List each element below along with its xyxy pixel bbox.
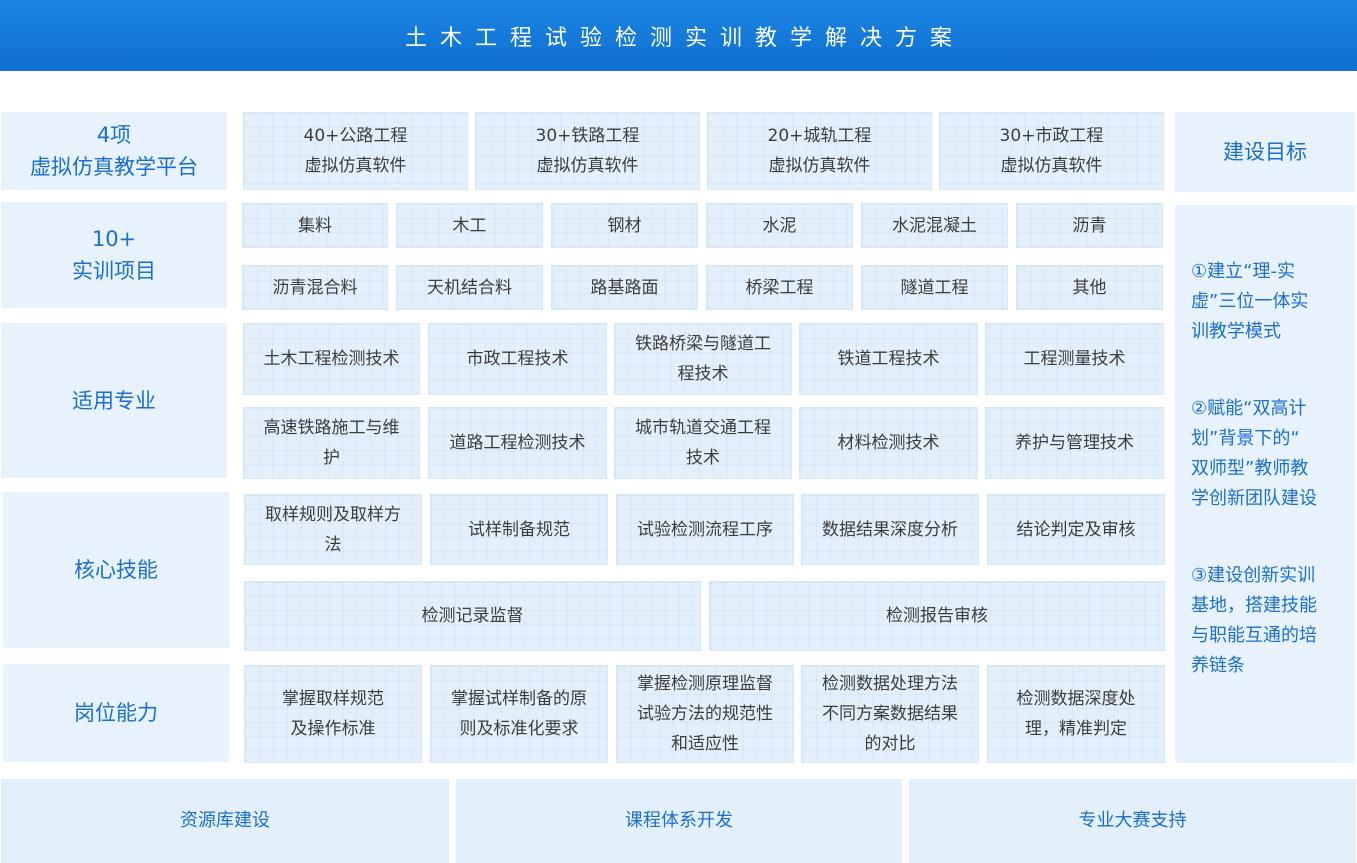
major-item: 市政工程技术: [428, 323, 607, 395]
page-title: 土木工程试验检测实训教学解决方案: [0, 0, 1357, 71]
platform-item: 40+公路工程虚拟仿真软件: [243, 112, 468, 190]
footer-competition: 专业大赛支持: [909, 779, 1356, 863]
skill-item: 试样制备规范: [430, 494, 608, 565]
skill-item: 取样规则及取样方法: [244, 494, 422, 565]
row-label-projects: 10+实训项目: [1, 202, 227, 308]
major-item: 高速铁路施工与维护: [243, 407, 420, 479]
ability-item: 检测数据深度处理，精准判定: [987, 665, 1165, 763]
project-item: 水泥混凝土: [861, 203, 1008, 248]
ability-item: 掌握取样规范及操作标准: [244, 665, 422, 763]
goals-list: ①建立“理-实虚”三位一体实训教学模式 ②赋能“双高计划”背景下的“双师型”教师…: [1175, 205, 1355, 763]
row-label-abilities: 岗位能力: [3, 664, 229, 762]
goal-item: ②赋能“双高计划”背景下的“双师型”教师教学创新团队建设: [1191, 398, 1317, 509]
major-item: 城市轨道交通工程技术: [614, 407, 792, 479]
major-item: 铁道工程技术: [799, 323, 978, 395]
footer-resource-library: 资源库建设: [1, 779, 449, 863]
goal-item: ③建设创新实训基地，搭建技能与职能互通的培养链条: [1191, 565, 1317, 676]
project-item: 路基路面: [551, 265, 698, 310]
project-item: 沥青混合料: [242, 265, 388, 310]
ability-item: 掌握试样制备的原则及标准化要求: [430, 665, 608, 763]
platform-item: 20+城轨工程虚拟仿真软件: [707, 112, 932, 190]
platform-item: 30+铁路工程虚拟仿真软件: [475, 112, 700, 190]
footer-curriculum: 课程体系开发: [456, 779, 902, 863]
skill-item: 数据结果深度分析: [801, 494, 979, 565]
major-item: 材料检测技术: [799, 407, 978, 479]
major-item: 道路工程检测技术: [428, 407, 607, 479]
platform-item: 30+市政工程虚拟仿真软件: [939, 112, 1164, 190]
skill-item: 检测报告审核: [709, 581, 1165, 651]
skill-item: 结论判定及审核: [987, 494, 1165, 565]
major-item: 铁路桥梁与隧道工程技术: [614, 323, 792, 395]
project-item: 天机结合料: [396, 265, 543, 310]
project-item: 沥青: [1016, 203, 1163, 248]
project-item: 其他: [1016, 265, 1163, 310]
ability-item: 掌握检测原理监督试验方法的规范性和适应性: [616, 665, 794, 763]
skill-item: 试验检测流程工序: [616, 494, 794, 565]
row-label-skills: 核心技能: [3, 492, 229, 648]
project-item: 水泥: [706, 203, 853, 248]
ability-item: 检测数据处理方法不同方案数据结果的对比: [801, 665, 979, 763]
project-item: 集料: [242, 203, 388, 248]
skill-item: 检测记录监督: [244, 581, 701, 651]
project-item: 隧道工程: [861, 265, 1008, 310]
row-label-platform: 4项虚拟仿真教学平台: [1, 112, 227, 190]
major-item: 养护与管理技术: [985, 407, 1164, 479]
major-item: 土木工程检测技术: [243, 323, 420, 395]
major-item: 工程测量技术: [985, 323, 1164, 395]
project-item: 桥梁工程: [706, 265, 853, 310]
row-label-majors: 适用专业: [1, 323, 227, 478]
goal-item: ①建立“理-实虚”三位一体实训教学模式: [1191, 261, 1309, 342]
goals-heading: 建设目标: [1175, 112, 1355, 192]
project-item: 木工: [396, 203, 543, 248]
project-item: 钢材: [551, 203, 698, 248]
